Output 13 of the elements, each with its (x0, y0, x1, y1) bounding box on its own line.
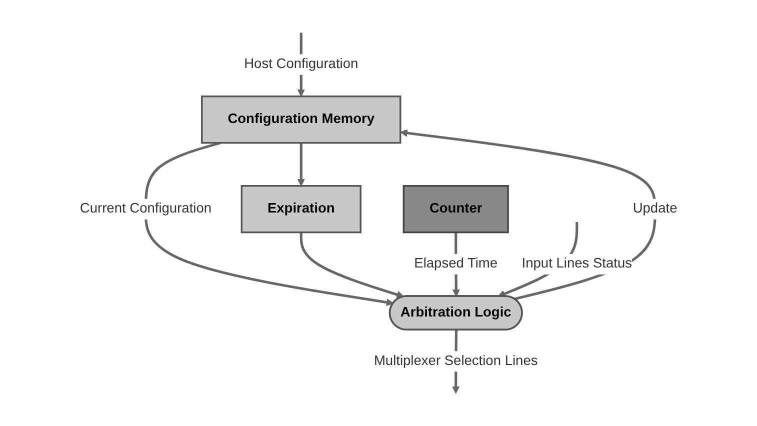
edge-label: Host Configuration (244, 56, 358, 72)
node-box: Counter (402, 185, 509, 234)
edge-label: Update (632, 201, 678, 216)
arrow (400, 129, 656, 300)
arrow (297, 142, 305, 186)
edge-label: Elapsed Time (414, 256, 498, 272)
node-box: Expiration (240, 185, 362, 234)
arrow (144, 142, 394, 306)
node-box: Configuration Memory (200, 96, 402, 144)
arrow (300, 232, 404, 298)
edge-label: Multiplexer Selection Lines (374, 354, 538, 368)
edge-label: Input Lines Status (522, 256, 632, 272)
edge-label: Current Configuration (80, 201, 212, 216)
